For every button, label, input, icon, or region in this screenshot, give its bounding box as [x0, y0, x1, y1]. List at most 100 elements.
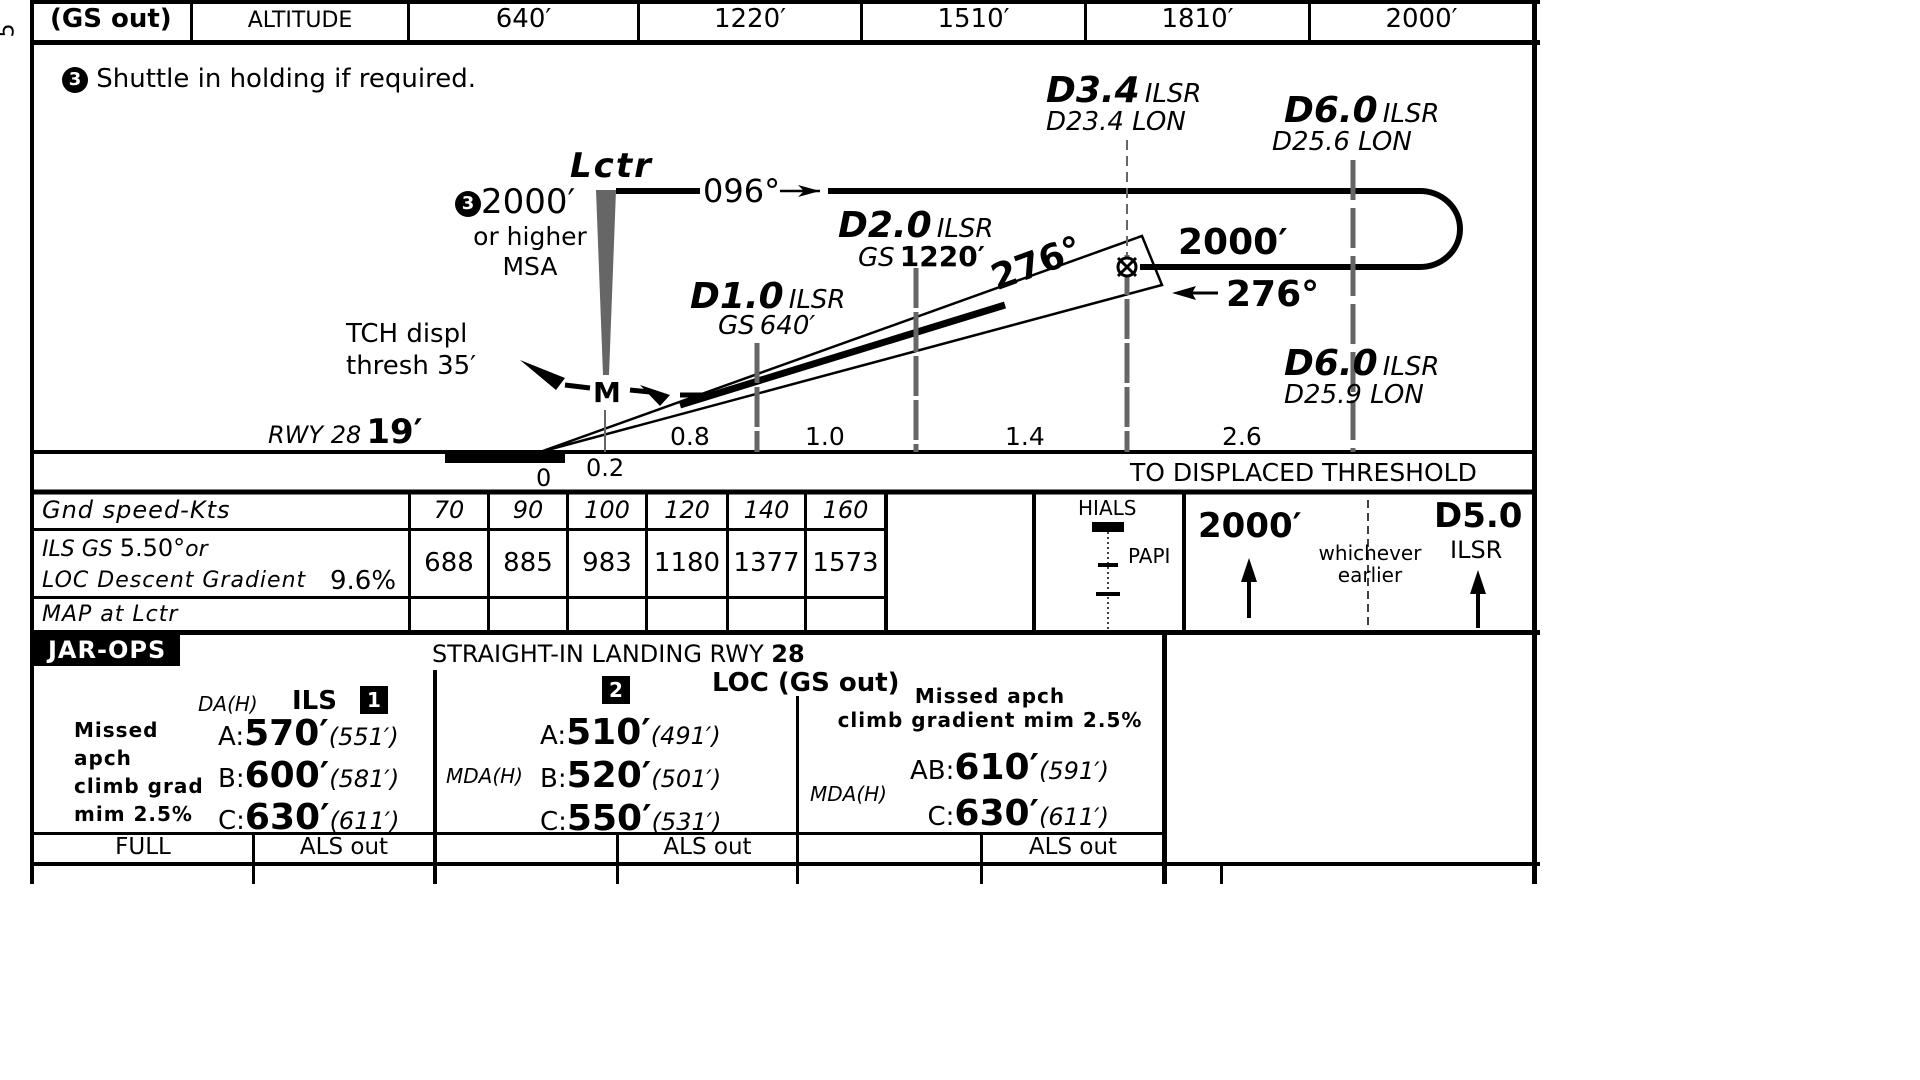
ils-col-full: FULL	[115, 834, 171, 860]
alt: 570′	[244, 713, 329, 754]
rate-cell: 688	[424, 548, 474, 578]
loc-minima-row: B:520′(501′)	[540, 757, 722, 800]
tch-note: TCH displ thresh 35′	[346, 318, 476, 382]
loc-note-badge: 2	[602, 676, 630, 704]
runway-name: RWY 28	[268, 421, 362, 449]
whichever-line2: earlier	[1337, 563, 1403, 587]
fix-sub-prefix: GS	[718, 311, 755, 341]
lctr-alt-sub1: or higher	[473, 222, 587, 251]
ils-missed-note: Missed apch climb grad mim 2.5%	[74, 716, 204, 828]
cat: B:	[540, 764, 567, 794]
fix-d10: D1.0 ILSR GS 640′	[690, 276, 845, 341]
fix-d20: D2.0 ILSR GS 1220′	[838, 205, 993, 273]
ils-col-als-out: ALS out	[299, 834, 389, 860]
gs-out-label: (GS out)	[50, 4, 172, 34]
segment-distance: 1.4	[1005, 422, 1045, 451]
ils-minima-row: A:570′(551′)	[218, 716, 400, 758]
minimums-title: STRAIGHT-IN LANDING RWY 28	[432, 640, 805, 668]
fix-d34: D3.4 ILSR D23.4 LON	[1046, 70, 1201, 137]
axis-zero: 0	[536, 464, 552, 492]
ils-note-badge: 1	[360, 686, 388, 714]
title-prefix: STRAIGHT-IN LANDING RWY	[432, 640, 764, 668]
alt: 510′	[566, 712, 651, 753]
altitude-row: (GS out) ALTITUDE 640′ 1220′ 1510′ 1810′…	[30, 0, 1540, 46]
tch-line1: TCH displ	[346, 319, 468, 349]
axis-caption: TO DISPLACED THRESHOLD	[1130, 458, 1477, 487]
hat: (581′)	[329, 765, 400, 793]
gnd-speed-label: Gnd speed-Kts	[42, 496, 231, 524]
alt: 630′	[244, 797, 330, 838]
jar-ops-badge: JAR-OPS	[34, 634, 181, 666]
fix-name: D2.0	[838, 205, 932, 246]
altitude-value: 1510′	[937, 4, 1010, 34]
altitude-value: 1810′	[1161, 4, 1234, 34]
hat: (551′)	[328, 723, 399, 751]
runway-elevation: 19′	[366, 412, 423, 452]
lctr-alt-sub2: MSA	[502, 252, 558, 281]
faf-maltese-cross-icon	[1116, 256, 1138, 278]
missed-apch-fix-sub: ILSR	[1450, 536, 1503, 564]
missed-line: apch	[74, 746, 132, 770]
loc2-col-als-out: ALS out	[1028, 834, 1118, 860]
speed-cell: 120	[664, 496, 710, 524]
loc2-minima-row: C:630′(611′)	[910, 794, 1109, 840]
fix-suffix: ILSR	[936, 214, 994, 244]
missed-apch-alt: 2000′	[1198, 506, 1302, 546]
cat: A:	[218, 722, 245, 752]
speed-cell: 100	[584, 496, 630, 524]
fix-name: D6.0	[1284, 343, 1378, 384]
speed-cell: 90	[512, 496, 544, 524]
rate-cell: 885	[503, 548, 553, 578]
fix-sub: D25.6 LON	[1272, 127, 1412, 157]
loc-col-als-out: ALS out	[663, 834, 752, 860]
profile-view	[30, 44, 1540, 494]
lctr-label: Lctr	[570, 146, 653, 186]
alt: 600′	[244, 755, 330, 796]
gs-text: ILS GS	[42, 537, 113, 562]
ils-minima-row: C:630′(611′)	[218, 800, 400, 842]
speed-cell: 140	[743, 496, 790, 524]
missed-line: Missed apch	[914, 684, 1066, 708]
note-3: 3 Shuttle in holding if required.	[62, 64, 476, 94]
fix-d60-lower: D6.0 ILSR D25.9 LON	[1284, 343, 1439, 410]
loc-minima-row: C:550′(531′)	[540, 800, 722, 843]
fix-name: D3.4	[1046, 70, 1140, 111]
tch-line2: thresh 35′	[346, 351, 477, 381]
altitude-value: 640′	[495, 4, 552, 34]
segment-distance: 1.0	[805, 422, 845, 451]
speed-cell: 160	[822, 496, 869, 524]
hat: (611′)	[1039, 803, 1110, 831]
cat: C:	[927, 802, 955, 832]
cat: B:	[218, 764, 245, 794]
loc-title: LOC (GS out)	[712, 668, 900, 698]
runway-label: RWY 28 19′	[268, 412, 423, 452]
hat: (501′)	[651, 765, 722, 793]
gs-or: or	[185, 537, 208, 562]
loc2-missed-note: Missed apch climb gradient mim 2.5%	[820, 684, 1160, 732]
fix-sub: D23.4 LON	[1046, 107, 1186, 137]
note-text: Shuttle in holding if required.	[96, 64, 476, 94]
ils-da-label: DA(H)	[198, 692, 258, 716]
missed-line: mim 2.5%	[74, 802, 193, 826]
note-square: 1	[360, 686, 388, 714]
fix-name: D1.0	[690, 276, 784, 317]
segment-distance: 0.8	[670, 422, 710, 451]
axis-first: 0.2	[586, 454, 625, 482]
loc2-minima: AB:610′(591′) C:630′(611′)	[910, 748, 1109, 840]
hat: (591′)	[1039, 757, 1110, 785]
ils-minima-row: B:600′(581′)	[218, 758, 400, 800]
loc2-mda-label: MDA(H)	[810, 782, 887, 806]
segment-distance: 2.6	[1222, 422, 1262, 451]
loc2-minima-row: AB:610′(591′)	[910, 748, 1109, 794]
fix-d60-upper: D6.0 ILSR D25.6 LON	[1272, 90, 1439, 157]
fix-sub-prefix: GS	[858, 243, 895, 273]
alt: 630′	[954, 793, 1040, 834]
fix-name: D6.0	[1284, 90, 1378, 131]
rate-cell: 983	[582, 548, 632, 578]
hat: (491′)	[650, 722, 721, 750]
rate-cell: 1377	[733, 548, 800, 578]
ils-gs-label: ILS GS 5.50°or	[42, 534, 208, 562]
minimums: JAR-OPS STRAIGHT-IN LANDING RWY 28 DA(H)…	[30, 634, 1540, 884]
altitude-value: 2000′	[1385, 4, 1458, 34]
